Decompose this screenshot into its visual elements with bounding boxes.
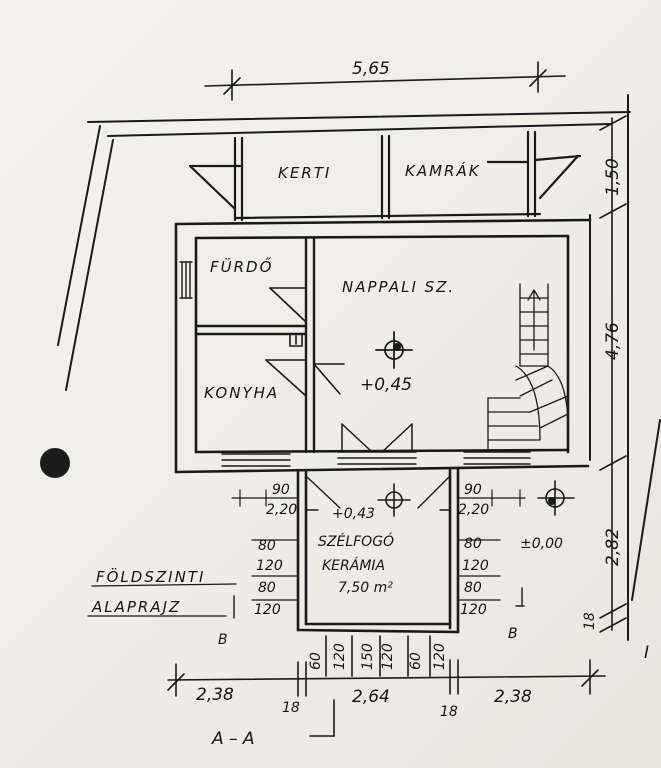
room-label-furdo: FÜRDŐ — [210, 256, 273, 276]
dim-window-left-4: 120 — [254, 602, 281, 618]
level-marker-main — [375, 331, 413, 369]
dim-bottom-left: 2,38 — [196, 685, 234, 705]
room-label-kamrak: KAMRÁK — [405, 161, 481, 180]
front-double-door — [337, 423, 417, 465]
dim-door-right-height: 2,20 — [458, 502, 489, 518]
dim-top-total: 5,65 — [352, 59, 390, 79]
punch-hole — [40, 448, 70, 478]
level-marker-fill — [393, 343, 401, 351]
dim-bottom-right: 2,38 — [494, 687, 532, 707]
section-b-left: B — [218, 632, 228, 648]
bathroom-door-swing — [269, 287, 307, 347]
dim-window-right-1: 80 — [464, 536, 482, 552]
dim-right-bottom: 18 — [582, 612, 598, 630]
section-arrow — [309, 699, 335, 737]
storage-block — [188, 130, 582, 222]
left-window — [179, 261, 193, 299]
corner-mark: I — [644, 643, 649, 663]
dim-small-3: 150 — [360, 643, 376, 670]
room-label-konyha: KONYHA — [204, 384, 279, 402]
level-porch: +0,43 — [332, 506, 375, 522]
level-marker-porch — [377, 483, 411, 517]
section-b-right: B — [508, 626, 518, 642]
level-ground: ±0,00 — [520, 536, 563, 552]
dim-small-4: 120 — [380, 643, 396, 670]
dim-window-right-4: 120 — [460, 602, 487, 618]
porch-walls — [296, 466, 460, 634]
dim-right-mid: 4,76 — [603, 322, 623, 360]
section-label: A – A — [211, 729, 255, 749]
dim-bottom-wall-right: 18 — [440, 704, 458, 720]
outer-roof-lines — [57, 94, 661, 641]
dim-window-right-2: 120 — [462, 558, 489, 574]
bottom-windows — [221, 451, 531, 467]
dim-bottom-center: 2,64 — [352, 687, 390, 707]
room-area: 7,50 m² — [338, 580, 393, 596]
dim-small-5: 60 — [408, 652, 424, 670]
room-label-kerti: KERTI — [278, 164, 331, 182]
level-main: +0,45 — [360, 375, 412, 395]
bottom-dimension-line — [167, 635, 606, 697]
level-marker-ground-fill — [548, 497, 556, 505]
staircase — [487, 283, 569, 453]
room-label-keramia: KERÁMIA — [322, 557, 385, 574]
dim-window-right-3: 80 — [464, 580, 482, 596]
dim-small-6: 120 — [432, 643, 448, 670]
dim-bottom-wall-left: 18 — [282, 700, 300, 716]
dim-window-left-1: 80 — [258, 538, 276, 554]
plan-title-line2: ALAPRAJZ — [91, 598, 181, 616]
dim-window-left-3: 80 — [258, 580, 276, 596]
porch-dim-ticks — [231, 489, 526, 601]
top-dimension-line — [204, 61, 566, 101]
dim-small-1: 60 — [308, 652, 324, 670]
dim-window-left-2: 120 — [256, 558, 283, 574]
dim-door-left-width: 90 — [272, 482, 290, 498]
right-dimension-line — [599, 115, 627, 633]
dim-right-lower: 2,82 — [603, 528, 623, 566]
dim-small-2: 120 — [332, 643, 348, 670]
section-b-markers — [233, 587, 525, 619]
room-label-nappali: NAPPALI SZ. — [342, 278, 455, 296]
dim-right-upper: 1,50 — [603, 158, 623, 196]
kitchen-door-swing — [265, 359, 345, 397]
dim-door-right-width: 90 — [464, 482, 482, 498]
plan-title-line1: FÖLDSZINTI — [96, 567, 205, 586]
level-marker-ground — [537, 480, 575, 516]
dim-door-left-height: 2,20 — [266, 502, 297, 518]
interior-walls — [194, 236, 316, 454]
room-label-szelfogo: SZÉLFOGÓ — [318, 532, 394, 550]
title-underlines — [87, 583, 237, 617]
porch-door-swings — [305, 475, 451, 511]
